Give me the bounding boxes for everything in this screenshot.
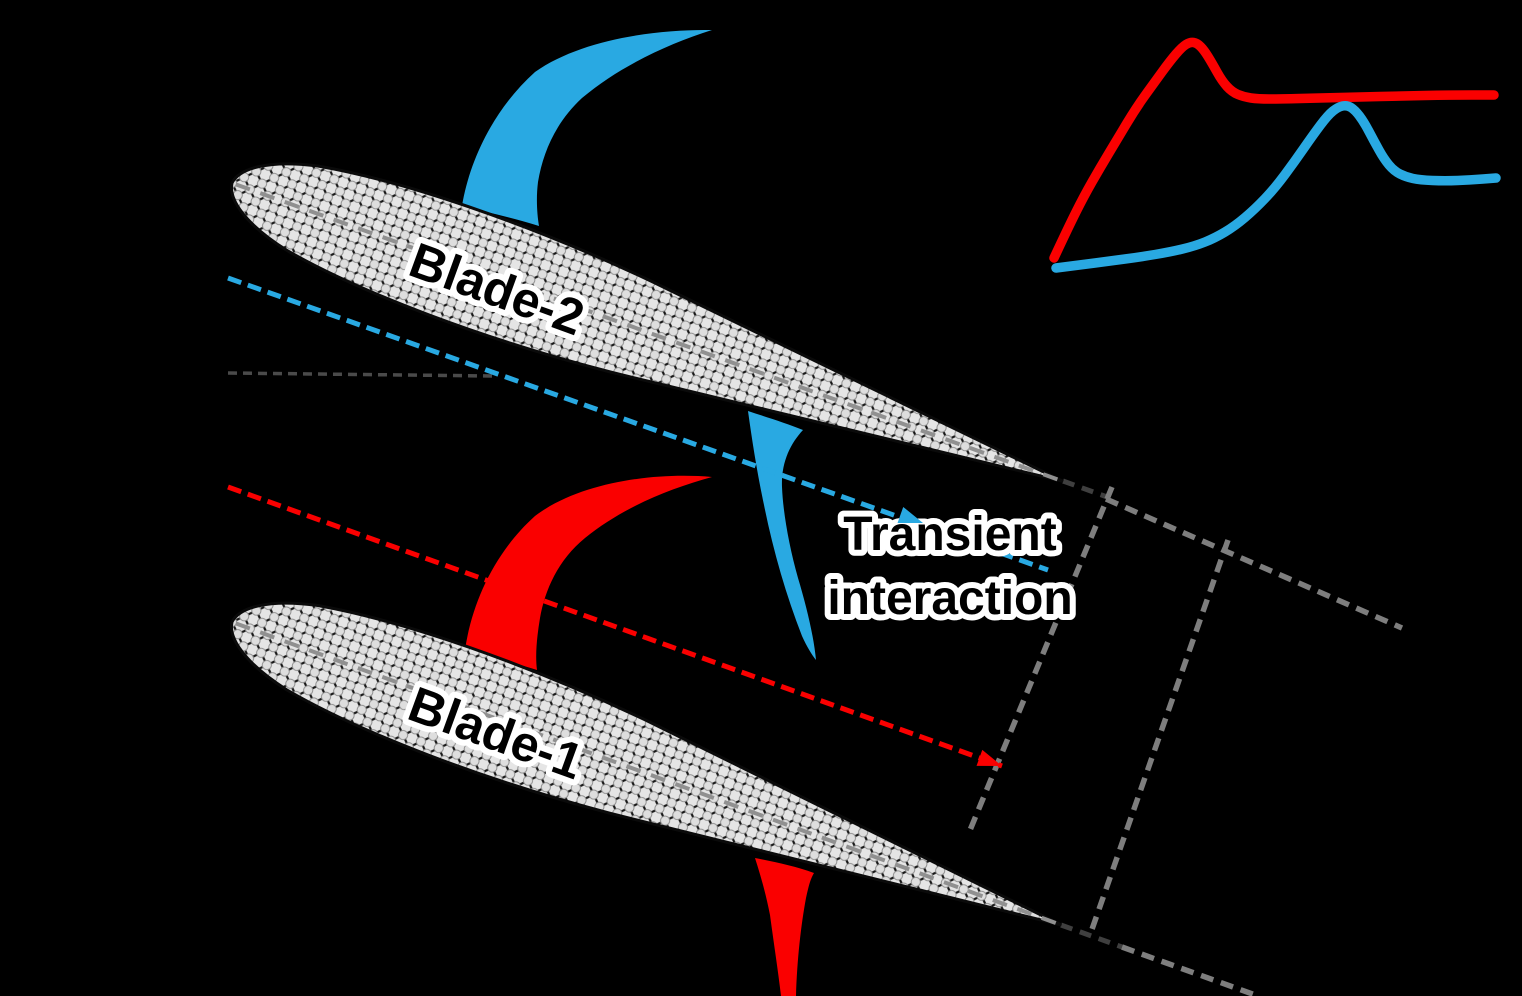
blade1-upper-vortex <box>465 475 712 670</box>
perpendicular-guide-line-2 <box>1087 539 1231 936</box>
blade-2 <box>210 127 1085 538</box>
blade2-wake-dark-segment <box>1062 478 1111 501</box>
blade-2-chord-line <box>235 182 1060 482</box>
trajectory-arrowheads <box>897 506 1002 766</box>
blue-trajectory-arrowhead <box>897 506 923 523</box>
freestream-reference-line <box>227 371 494 378</box>
inset-response-chart <box>1049 37 1501 273</box>
blade2-chord-extension-line <box>1104 496 1404 631</box>
red-trajectory-arrowhead <box>976 749 1002 766</box>
blade-1 <box>210 566 1083 981</box>
blade1-wake-dark-segment <box>1060 922 1123 950</box>
transient-interaction-label-line1: Transient <box>843 508 1056 561</box>
blade2-upper-vortex <box>462 29 712 226</box>
blade-1-body <box>210 566 1083 981</box>
labels: Blade-2 Blade-1 Transient interaction <box>395 226 1078 796</box>
blue-curve <box>1051 100 1501 273</box>
red-vortex-trajectory-line <box>227 484 1003 769</box>
vortex-shapes <box>462 29 816 996</box>
transient-interaction-label-line2: interaction <box>827 572 1072 625</box>
blade1-lower-vortex <box>755 858 814 996</box>
blade1-chord-extension-line <box>1121 944 1259 996</box>
blade2-trailing-vortex <box>748 411 816 660</box>
guide-lines <box>227 371 1404 996</box>
blade-1-chord-line <box>235 621 1059 926</box>
blade-2-body <box>210 127 1085 538</box>
red-curve <box>1049 37 1499 263</box>
